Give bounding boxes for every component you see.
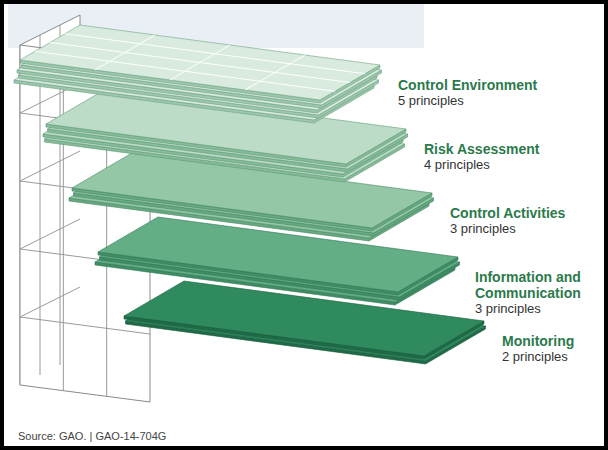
component-name: Monitoring <box>502 333 574 349</box>
layer-label: Control Activities3 principles <box>450 205 565 237</box>
component-layers <box>14 25 486 364</box>
layer-label: Information and Communication3 principle… <box>475 269 603 317</box>
layer-plate <box>20 25 380 100</box>
component-name: Control Environment <box>398 77 537 93</box>
top-grid-line <box>170 45 230 80</box>
principle-count: 3 principles <box>475 301 603 317</box>
principle-count: 2 principles <box>502 349 574 365</box>
cube-grid-line <box>20 219 80 249</box>
source-caption: Source: GAO. | GAO-14-704G <box>18 430 166 442</box>
cube-grid-line <box>20 151 80 181</box>
principle-count: 4 principles <box>424 157 539 173</box>
cube-grid-line <box>63 51 64 391</box>
layer-label: Monitoring2 principles <box>502 333 574 365</box>
component-name: Risk Assessment <box>424 141 539 157</box>
component-name: Information and Communication <box>475 269 603 301</box>
top-grid-line <box>65 34 365 74</box>
principle-count: 5 principles <box>398 93 537 109</box>
layer-label: Control Environment5 principles <box>398 77 537 109</box>
top-grid-line <box>50 43 350 83</box>
top-grid-line <box>245 55 305 90</box>
cube-grid-line <box>20 287 80 317</box>
layer-label: Risk Assessment4 principles <box>424 141 539 173</box>
principle-count: 3 principles <box>450 221 565 237</box>
component-name: Control Activities <box>450 205 565 221</box>
